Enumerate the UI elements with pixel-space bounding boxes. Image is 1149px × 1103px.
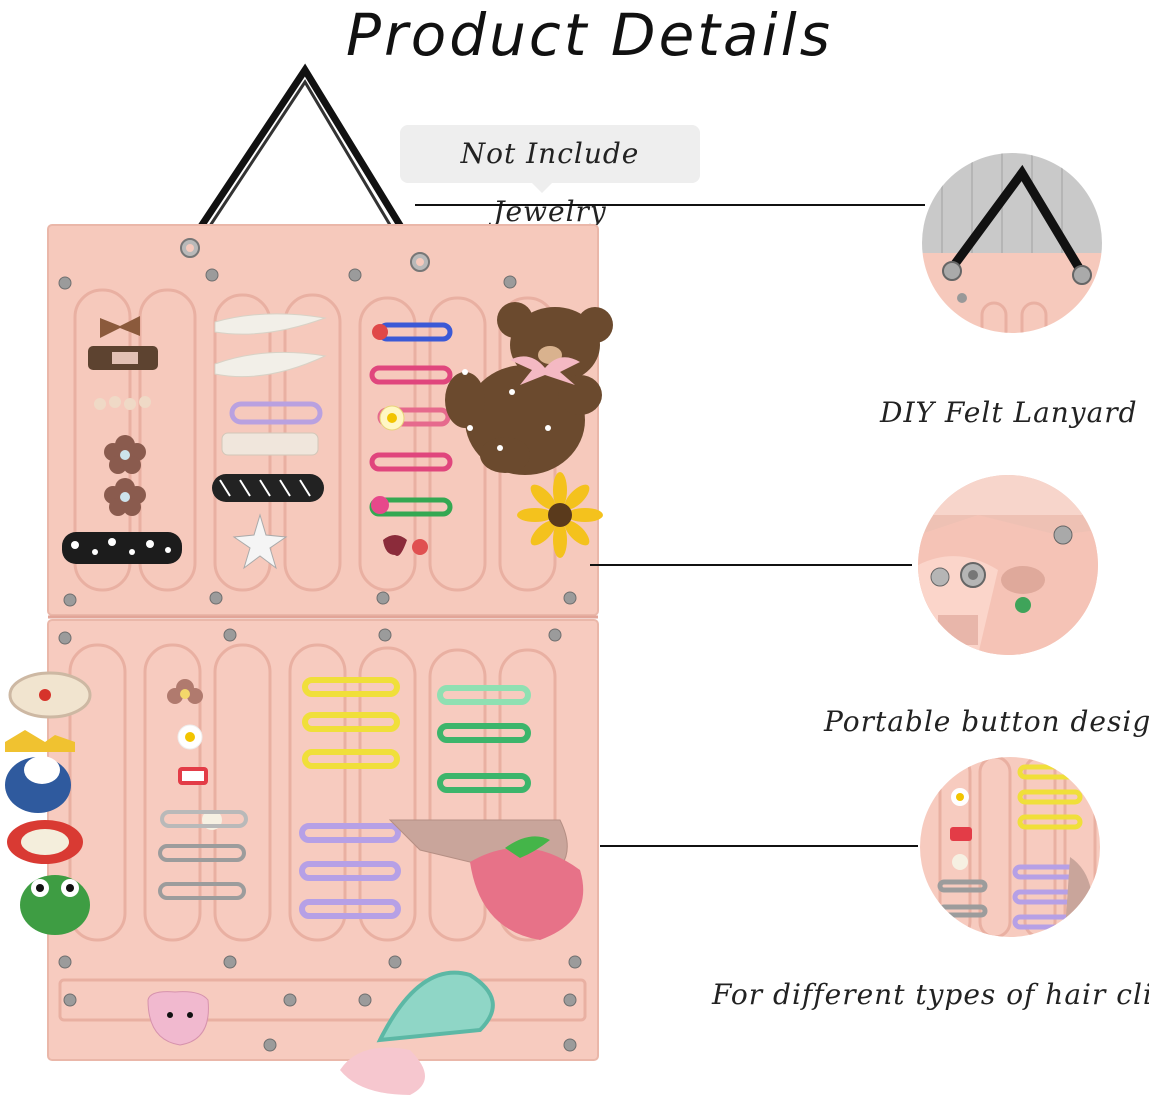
note-bubble [400,125,700,183]
feature-label-clips: For different types of hair clips [712,978,1149,1011]
clips-detail-icon [920,757,1100,937]
note-text: Not Include Jewelry [460,137,640,228]
connector-line-clips [600,845,918,847]
button-detail-icon [918,475,1098,655]
feature-label-lanyard: DIY Felt Lanyard [880,396,1138,429]
page-title: Product Details [345,1,834,69]
connector-line-lanyard [415,204,925,206]
feature-label-button: Portable button design [824,705,1149,738]
lanyard-detail-icon [922,153,1102,333]
connector-line-button [590,564,912,566]
note-bubble-tail [530,181,554,193]
